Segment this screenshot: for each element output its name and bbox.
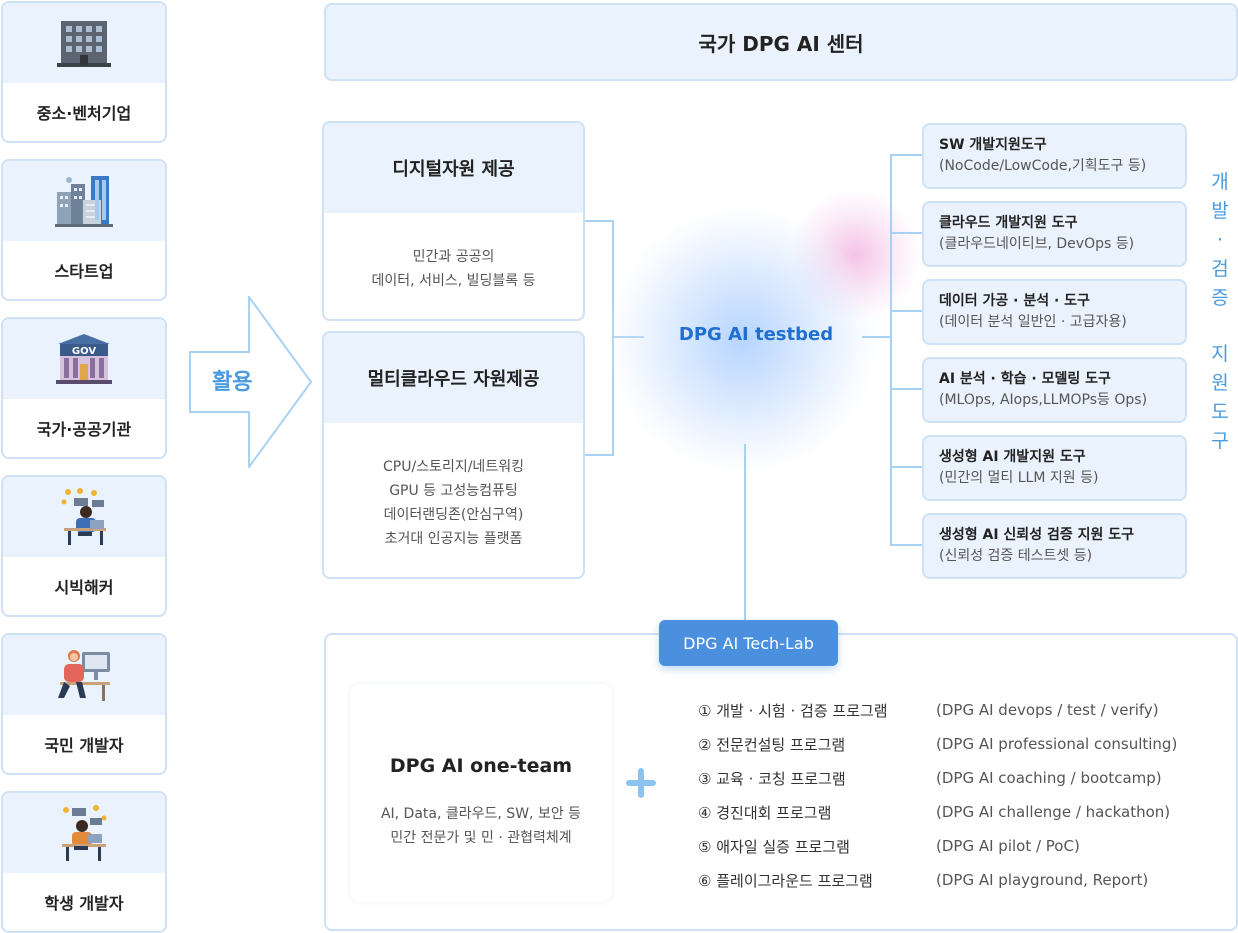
right-arrow-icon [189,296,313,468]
program-en: (DPG AI devops / test / verify) [936,701,1159,719]
tool-desc: (데이터 분석 일반인 · 고급자용) [939,314,1127,330]
resource-title: 멀티클라우드 자원제공 [324,333,583,423]
tool-desc: (신뢰성 검증 테스트셋 등) [939,548,1093,564]
resource-box-multicloud: 멀티클라우드 자원제공 CPU/스토리지/네트워킹 GPU 등 고성능컴퓨팅 데… [322,331,585,579]
tool-desc: (NoCode/LowCode,기획도구 등) [939,158,1147,174]
connector-line [890,154,892,544]
tool-title: 생성형 AI 개발지원 도구 [939,449,1086,465]
connector-line [862,336,892,338]
program-name: ④ 경진대회 프로그램 [698,803,832,822]
tool-desc: (민간의 멀티 LLM 지원 등) [939,470,1099,486]
tool-desc: (클라우드네이티브, DevOps 등) [939,236,1135,252]
program-en: (DPG AI professional consulting) [936,735,1178,753]
connector-line [890,466,922,468]
office-building-icon [57,21,111,67]
program-row: ⑤ 애자일 실증 프로그램 (DPG AI pilot / PoC) [698,829,1080,863]
gov-building-icon: GOV [56,334,112,384]
tool-box: 생성형 AI 개발지원 도구 (민간의 멀티 LLM 지원 등) [922,435,1187,501]
program-name: ② 전문컨설팅 프로그램 [698,735,846,754]
tool-title: SW 개발지원도구 [939,137,1047,153]
program-row: ① 개발 · 시험 · 검증 프로그램 (DPG AI devops / tes… [698,693,1159,727]
testbed-glow [608,210,878,470]
user-card-sme: 중소·벤처기업 [1,1,167,143]
tool-box: AI 분석 · 학습 · 모델링 도구 (MLOps, AIops,LLMOPs… [922,357,1187,423]
program-name: ① 개발 · 시험 · 검증 프로그램 [698,701,888,720]
program-row: ④ 경진대회 프로그램 (DPG AI challenge / hackatho… [698,795,1170,829]
program-row: ② 전문컨설팅 프로그램 (DPG AI professional consul… [698,727,1177,761]
oneteam-card [350,684,612,902]
program-en: (DPG AI coaching / bootcamp) [936,769,1162,787]
program-en: (DPG AI playground, Report) [936,871,1149,889]
tool-title: 데이터 가공 · 분석 · 도구 [939,293,1090,309]
program-name: ③ 교육 · 코칭 프로그램 [698,769,846,788]
resource-desc-line: 데이터, 서비스, 빌딩블록 등 [371,273,536,289]
user-card-citizen-developer: 국민 개발자 [1,633,167,775]
resource-desc-line: 데이터랜딩존(안심구역) [383,507,524,523]
program-name: ⑤ 애자일 실증 프로그램 [698,837,850,856]
connector-line [585,454,614,456]
arrow-label: 활용 [212,370,253,395]
tool-title: 생성형 AI 신뢰성 검증 지원 도구 [939,527,1134,543]
user-label: 스타트업 [54,262,114,281]
tool-title: AI 분석 · 학습 · 모델링 도구 [939,371,1111,387]
resource-desc-line: CPU/스토리지/네트워킹 [383,459,524,475]
connector-line [890,544,922,546]
program-name: ⑥ 플레이그라운드 프로그램 [698,871,873,890]
tool-desc: (MLOps, AIops,LLMOPs등 Ops) [939,392,1148,408]
page-title: 국가 DPG AI 센터 [324,3,1238,81]
tool-box: 클라우드 개발지원 도구 (클라우드네이티브, DevOps 등) [922,201,1187,267]
program-en: (DPG AI pilot / PoC) [936,837,1080,855]
city-buildings-icon [55,176,113,227]
user-label: 국민 개발자 [44,736,124,755]
techlab-panel [324,633,1238,931]
program-row: ③ 교육 · 코칭 프로그램 (DPG AI coaching / bootca… [698,761,1162,795]
user-card-startup: 스타트업 [1,159,167,301]
tool-box: 생성형 AI 신뢰성 검증 지원 도구 (신뢰성 검증 테스트셋 등) [922,513,1187,579]
resource-desc-line: GPU 등 고성능컴퓨팅 [389,483,518,499]
connector-line [890,388,922,390]
program-row: ⑥ 플레이그라운드 프로그램 (DPG AI playground, Repor… [698,863,1148,897]
program-en: (DPG AI challenge / hackathon) [936,803,1171,821]
student-developer-icon [62,805,107,861]
tool-box: SW 개발지원도구 (NoCode/LowCode,기획도구 등) [922,123,1187,189]
plus-icon [626,768,656,798]
techlab-tag: DPG AI Tech-Lab [659,620,838,666]
resource-desc-line: 초거대 인공지능 플랫폼 [384,531,523,547]
tool-title: 클라우드 개발지원 도구 [939,215,1078,231]
user-card-student-developer: 학생 개발자 [1,791,167,933]
user-card-civic-hacker: 시빅해커 [1,475,167,617]
resource-desc-line: 민간과 공공의 [412,249,495,265]
connector-line [585,220,614,222]
connector-line [744,444,746,622]
user-label: 학생 개발자 [44,894,124,913]
connector-line [890,154,922,156]
connector-line [890,232,922,234]
user-card-government: GOV 국가·공공기관 [1,317,167,459]
citizen-developer-icon [58,650,110,701]
vertical-label-support-tools: 지 원 도 구 [1211,343,1229,452]
oneteam-desc: AI, Data, 클라우드, SW, 보안 등 민간 전문가 및 민 · 관협… [380,806,582,846]
tool-box: 데이터 가공 · 분석 · 도구 (데이터 분석 일반인 · 고급자용) [922,279,1187,345]
oneteam-title: DPG AI one-team [389,755,573,777]
resource-box-digital: 디지털자원 제공 민간과 공공의 데이터, 서비스, 빌딩블록 등 [322,121,585,321]
user-label: 시빅해커 [54,578,114,597]
user-label: 국가·공공기관 [36,420,132,439]
resource-title: 디지털자원 제공 [324,123,583,213]
connector-line [890,310,922,312]
testbed-label: DPG AI testbed [678,324,834,345]
vertical-label-dev-verify: 개 발 · 검 증 [1211,171,1229,309]
svg-text:GOV: GOV [72,346,96,357]
civic-hacker-icon [61,488,106,545]
user-label: 중소·벤처기업 [36,104,132,123]
